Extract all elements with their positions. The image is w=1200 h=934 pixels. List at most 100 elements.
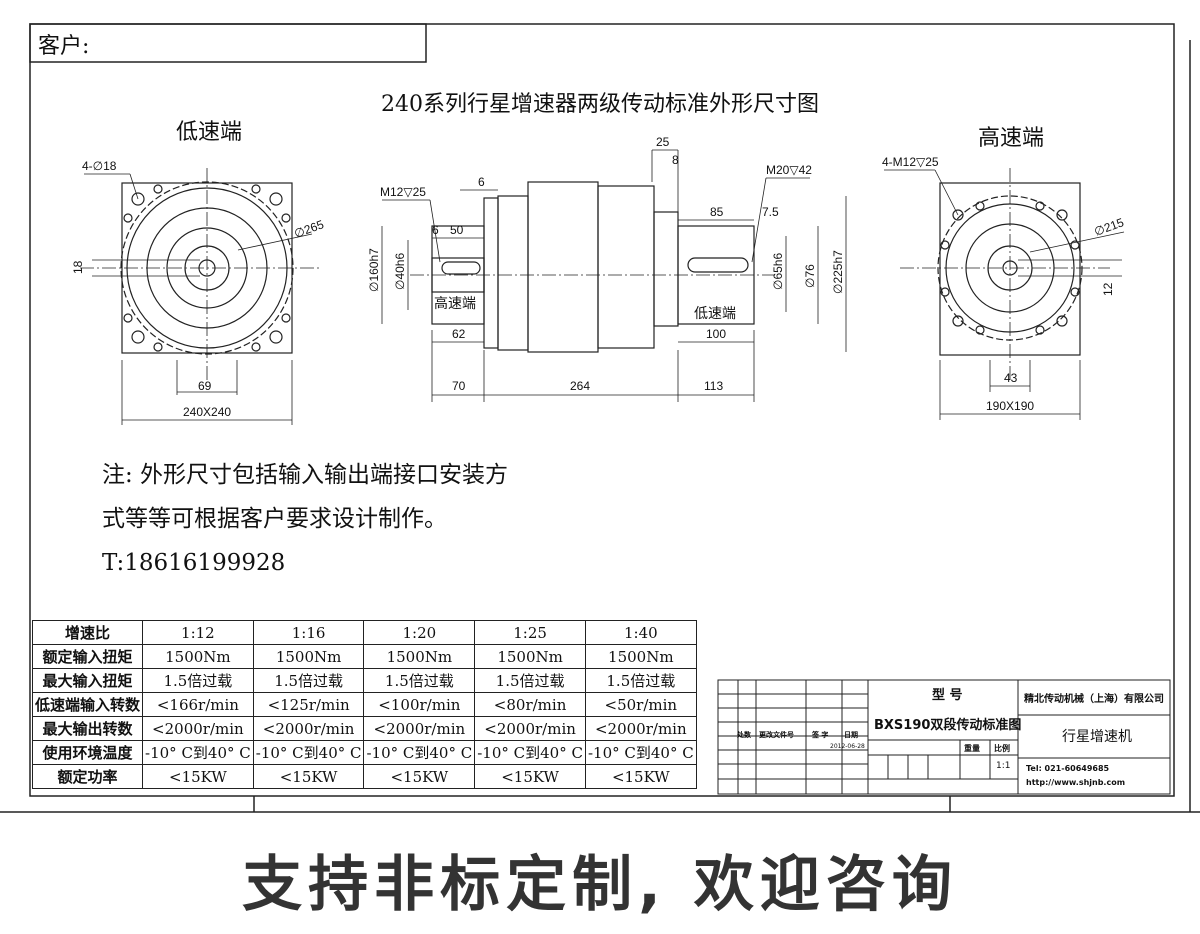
dim-left-key-height: 69	[198, 379, 212, 393]
drawing-title: 240系列行星增速器两级传动标准外形尺寸图	[381, 92, 819, 117]
rev-header-doc: 更改文件号	[759, 731, 794, 739]
spec-row-label: 最大输出转数	[31, 716, 144, 741]
dim-right-key-width: 12	[1101, 282, 1115, 296]
rev-header-date: 日期	[844, 731, 858, 739]
dim-113: 113	[704, 379, 723, 393]
customer-label: 客户:	[38, 34, 90, 59]
spec-cell: <50r/min	[584, 692, 697, 717]
dim-left-flange: 240X240	[183, 405, 231, 419]
spec-cell: 1500Nm	[142, 644, 254, 669]
spec-cell: 1:16	[252, 620, 365, 645]
note-line-1: 注: 外形尺寸包括输入输出端接口安装方	[102, 462, 509, 488]
spec-row-label: 最大输入扭矩	[31, 668, 144, 693]
dim-50: 50	[450, 223, 464, 237]
scale-value: 1:1	[996, 761, 1011, 771]
spec-cell: 1.5倍过载	[584, 668, 697, 693]
revision-date: 2012-06-28	[830, 743, 865, 750]
spec-cell: <2000r/min	[252, 716, 365, 741]
dim-8: 8	[672, 153, 679, 167]
product-name: 行星增速机	[1062, 729, 1132, 745]
dim-100: 100	[706, 327, 726, 341]
spec-row: 最大输出转数<2000r/min<2000r/min<2000r/min<200…	[31, 716, 697, 741]
tel: Tel: 021-60649685	[1026, 764, 1110, 773]
scale-label: 比例	[994, 744, 1010, 753]
spec-cell: <2000r/min	[363, 716, 476, 741]
spec-cell: 1:40	[584, 620, 697, 645]
dim-input-tap: M12▽25	[380, 185, 426, 199]
customer-box	[29, 23, 427, 63]
spec-row: 额定功率<15KW<15KW<15KW<15KW<15KW	[31, 764, 697, 789]
spec-row-label: 增速比	[31, 620, 144, 645]
weight-label: 重量	[964, 744, 980, 753]
spec-cell: -10° C到40° C	[363, 740, 476, 765]
website: http://www.shjnb.com	[1026, 778, 1126, 787]
spec-cell: <125r/min	[252, 692, 365, 717]
slogan: 支持非标定制, 欢迎咨询	[242, 850, 958, 920]
spec-row-label: 使用环境温度	[31, 740, 144, 765]
spec-cell: <166r/min	[142, 692, 254, 717]
spec-cell: 1500Nm	[584, 644, 697, 669]
dim-6: 6	[432, 223, 439, 237]
model-label: 型 号	[932, 688, 963, 703]
dim-225: ∅225h7	[831, 250, 845, 294]
dim-264: 264	[570, 379, 590, 393]
title-block-grid	[717, 679, 1171, 795]
dim-left-pcd: ∅265	[292, 217, 326, 241]
side-high-speed-label: 高速端	[434, 295, 476, 311]
dim-160: ∅160h7	[367, 248, 381, 292]
spec-cell: 1500Nm	[363, 644, 476, 669]
dim-85: 85	[710, 205, 724, 219]
dim-40: ∅40h6	[393, 253, 407, 290]
spec-cell: <100r/min	[363, 692, 476, 717]
dim-65: ∅65h6	[771, 253, 785, 290]
dim-output-tap: M20▽42	[766, 163, 812, 177]
spec-row: 低速端输入转数<166r/min<125r/min<100r/min<80r/m…	[31, 692, 697, 717]
spec-cell: 1:25	[474, 620, 586, 645]
dim-left-holes: 4-∅18	[82, 159, 117, 173]
spec-cell: 1500Nm	[474, 644, 586, 669]
spec-cell: <15KW	[474, 764, 586, 789]
dim-left-key-width: 18	[71, 260, 85, 274]
spec-cell: 1.5倍过载	[474, 668, 586, 693]
dim-6-top: 6	[478, 175, 485, 189]
side-low-speed-label: 低速端	[694, 305, 736, 321]
spec-cell: 1500Nm	[252, 644, 365, 669]
spec-cell: <15KW	[142, 764, 254, 789]
spec-cell: <15KW	[363, 764, 476, 789]
spec-cell: <2000r/min	[474, 716, 586, 741]
dim-62: 62	[452, 327, 466, 341]
dim-25: 25	[656, 135, 670, 149]
spec-cell: <80r/min	[474, 692, 586, 717]
spec-cell: -10° C到40° C	[584, 740, 697, 765]
spec-cell: 1.5倍过载	[252, 668, 365, 693]
dim-70: 70	[452, 379, 466, 393]
spec-cell: 1.5倍过载	[142, 668, 254, 693]
rev-header-sign: 签 字	[812, 731, 829, 739]
spec-cell: <15KW	[584, 764, 697, 789]
dim-right-key-height: 43	[1004, 371, 1018, 385]
high-speed-end-label: 高速端	[978, 126, 1045, 151]
spec-cell: <2000r/min	[142, 716, 254, 741]
spec-row: 使用环境温度-10° C到40° C-10° C到40° C-10° C到40°…	[31, 740, 697, 765]
note-line-2: 式等等可根据客户要求设计制作。	[102, 506, 447, 532]
spec-cell: <15KW	[252, 764, 365, 789]
dim-76: ∅76	[803, 264, 817, 288]
drawing-name: BXS190双段传动标准图	[874, 718, 1022, 733]
drawing-border	[29, 23, 1175, 797]
dim-right-flange: 190X190	[986, 399, 1034, 413]
high-speed-end-view	[884, 168, 1125, 420]
spec-row-label: 低速端输入转数	[31, 692, 144, 717]
company-name: 精北传动机械（上海）有限公司	[1024, 694, 1164, 705]
spec-cell: -10° C到40° C	[252, 740, 365, 765]
spec-cell: -10° C到40° C	[474, 740, 586, 765]
note-phone: T:18616199928	[102, 550, 286, 576]
side-view	[381, 149, 847, 402]
spec-cell: <2000r/min	[584, 716, 697, 741]
spec-row-label: 额定功率	[31, 764, 144, 789]
low-speed-end-view	[80, 168, 320, 425]
